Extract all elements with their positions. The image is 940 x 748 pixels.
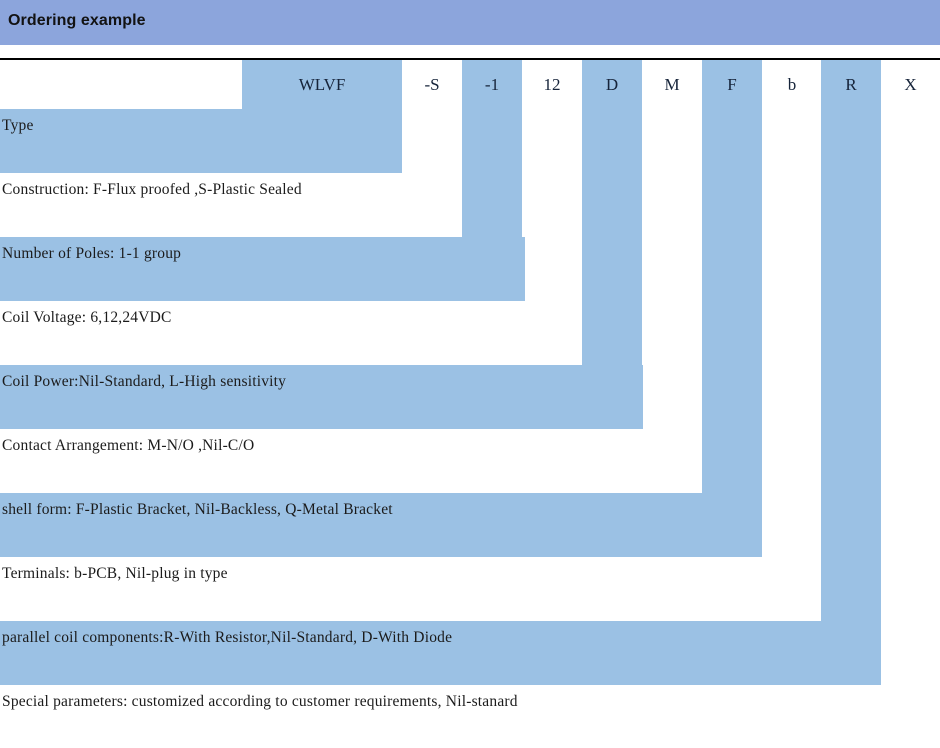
code-segment-b: b [787,75,797,94]
row-label: Contact Arrangement: M-N/O ,Nil-C/O [2,437,255,454]
staircase-row-bar [0,493,762,557]
code-segment-m: M [664,75,680,94]
row-label: Coil Power:Nil-Standard, L-High sensitiv… [2,373,287,390]
row-label: parallel coil components:R-With Resistor… [2,629,453,646]
code-column-bar-4 [821,60,881,685]
staircase-row-gap [0,557,821,621]
staircase-row-gap [0,429,702,493]
page-title: Ordering example [8,12,146,29]
code-segment-d: D [582,60,642,109]
staircase-row-bar [0,621,881,685]
code-segment-f: F [702,60,762,109]
row-label: Number of Poles: 1-1 group [2,245,182,262]
table-top-rule [0,58,940,60]
row-label: Special parameters: customized according… [2,693,518,710]
staircase-row-bar [0,237,525,301]
code-segment-r: R [821,60,881,109]
code-column-bar-2 [582,60,642,429]
staircase-row-gap [0,173,464,237]
row-label: Terminals: b-PCB, Nil-plug in type [2,565,228,582]
staircase-row-gap [0,301,583,365]
code-column-bar-3 [702,60,762,557]
row-label: Type [2,117,34,134]
code-row-label-cell [0,60,242,109]
code-segment-x: X [904,75,917,94]
code-segment-s: -S [424,75,440,94]
code-segment-12: 12 [543,75,561,94]
section-header-bar: Ordering example [0,0,940,45]
code-segment-1: -1 [462,60,522,109]
row-label: Construction: F-Flux proofed ,S-Plastic … [2,181,302,198]
staircase-row-bar [0,365,643,429]
row-label: Coil Voltage: 6,12,24VDC [2,309,172,326]
code-segment-wlvf: WLVF [242,60,402,109]
row-label: shell form: F-Plastic Bracket, Nil-Backl… [2,501,393,518]
